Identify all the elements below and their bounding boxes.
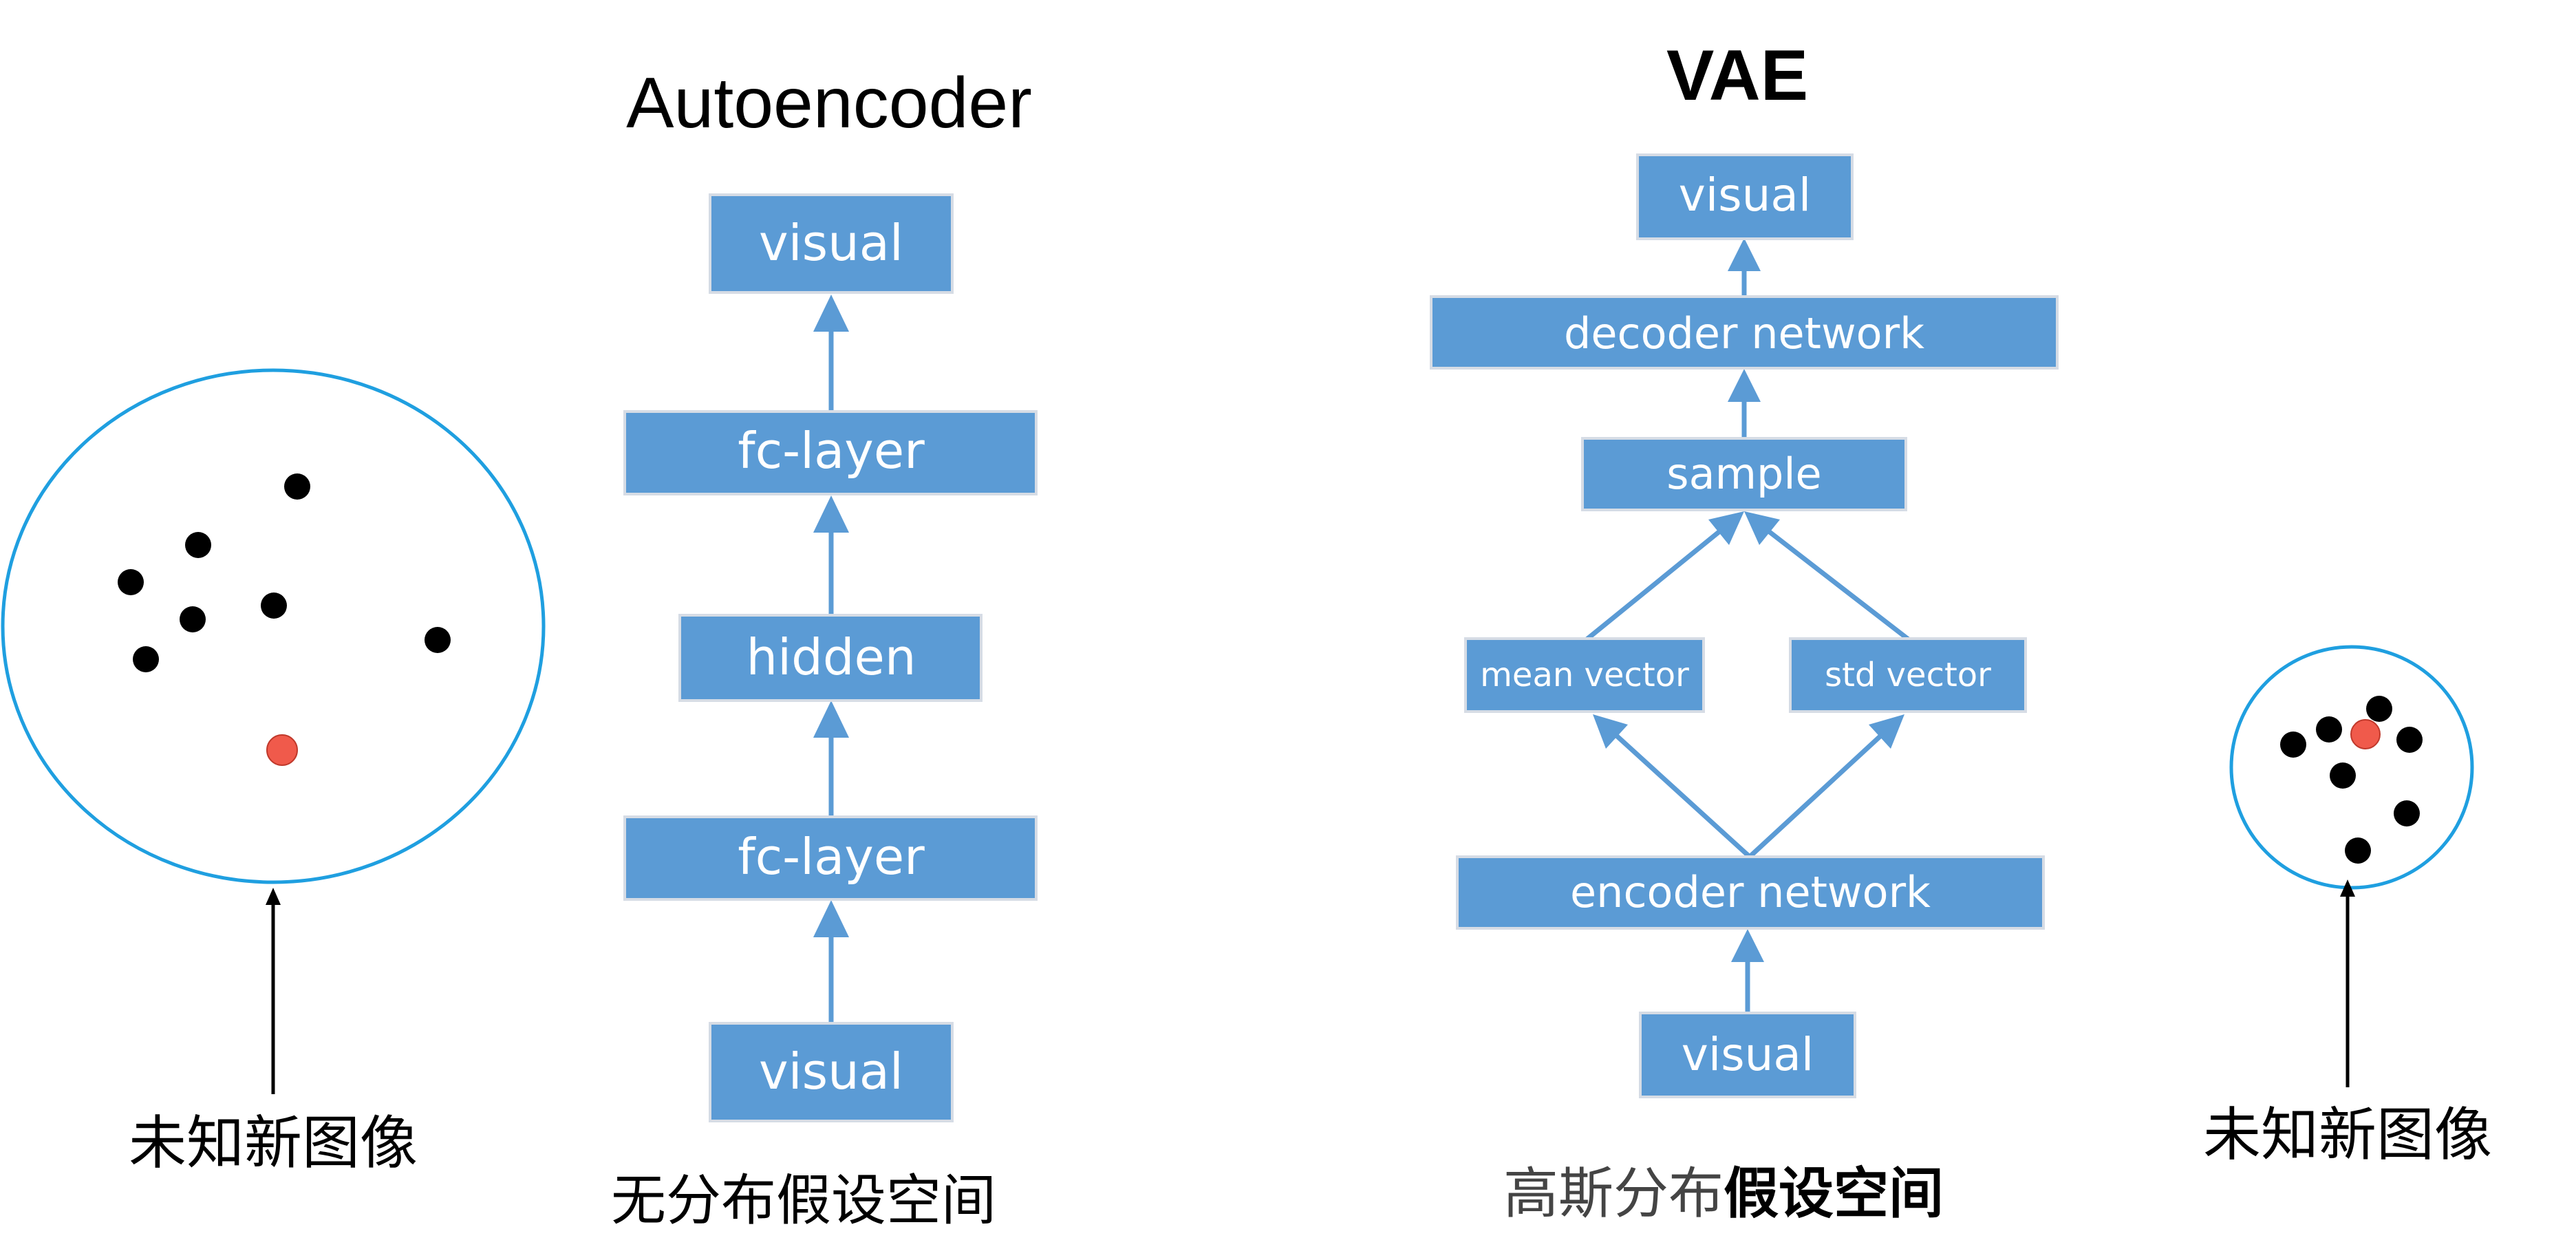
ae-fc-layer-bottom-node: fc-layer [623,815,1038,901]
node-label: visual [1679,169,1811,222]
right-unknown-image-label: 未知新图像 [2203,1101,2492,1168]
vae-title: VAE [1666,36,1808,116]
node-label: visual [759,214,903,272]
latent-point [425,627,451,653]
latent-point [2330,762,2356,789]
latent-point [261,593,287,619]
vae-encoder-node: encoder network [1456,855,2045,930]
ae-latent-space [1,368,546,884]
vae-network: visual decoder network sample mean vecto… [1430,153,2059,1098]
vae-latent-space [2229,645,2474,890]
node-label: decoder network [1564,308,1924,359]
vae-arrow [1584,511,1744,642]
vae-space-caption-suffix: 假设空间 [1724,1162,1944,1226]
vae-arrow [1731,929,1764,1014]
ae-top-visual-node: visual [709,193,954,294]
vae-decoder-node: decoder network [1430,295,2059,370]
latent-point [284,473,310,500]
left-unknown-image-label: 未知新图像 [129,1109,418,1177]
latent-point [185,532,211,558]
ae-arrow [813,900,849,1024]
vae-space-caption-prefix: 高斯分布 [1503,1162,1724,1226]
vae-mean-vector-node: mean vector [1464,637,1705,713]
ae-space-caption: 无分布假设空间 [611,1168,996,1232]
ae-fc-layer-top-node: fc-layer [623,410,1038,495]
vae-arrow [1744,511,1911,642]
vae-arrow [1728,369,1761,439]
latent-point [2316,716,2342,743]
ae-arrow [813,495,849,616]
node-label: sample [1666,449,1821,499]
ae-bottom-visual-node: visual [709,1022,954,1122]
node-label: std vector [1825,656,1991,694]
vae-sample-node: sample [1581,437,1907,511]
ae-unknown-arrow [266,888,281,1094]
autoencoder-title: Autoencoder [626,63,1032,143]
vae-latent-circle [2229,645,2474,890]
vae-arrow [1728,238,1761,297]
vae-unknown-arrow [2340,879,2355,1087]
vae-space-caption: 高斯分布假设空间 [1503,1162,1944,1226]
latent-point [2394,800,2420,826]
ae-arrow [813,295,849,413]
new-image-point [2350,719,2381,749]
new-image-point [266,734,298,766]
vae-arrow [1748,714,1904,859]
node-label: visual [1682,1028,1814,1081]
vae-bottom-visual-node: visual [1639,1012,1856,1098]
latent-point [2345,837,2371,864]
node-label: fc-layer [738,422,925,480]
node-label: encoder network [1570,867,1931,917]
autoencoder-network: visual fc-layer hidden fc-layer visual [623,193,1038,1122]
latent-point [2366,696,2392,722]
latent-point [118,569,144,595]
node-label: fc-layer [738,828,925,886]
ae-arrow [813,701,849,818]
ae-latent-circle [1,368,546,884]
vae-std-vector-node: std vector [1789,637,2027,713]
node-label: mean vector [1480,656,1689,694]
vae-arrow [1593,714,1752,859]
ae-hidden-node: hidden [678,614,983,702]
vae-top-visual-node: visual [1636,153,1854,240]
latent-point [133,646,159,672]
node-label: hidden [747,628,916,686]
latent-point [180,606,206,632]
latent-point [2280,732,2306,758]
latent-point [2396,727,2423,753]
node-label: visual [759,1043,903,1100]
